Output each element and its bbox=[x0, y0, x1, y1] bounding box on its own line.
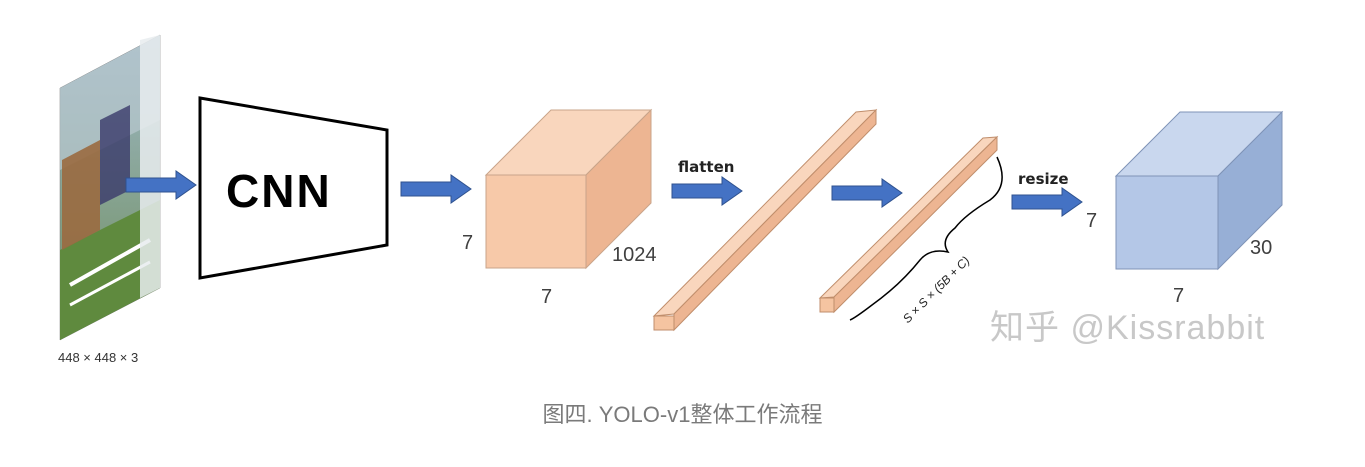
figure-caption: 图四. YOLO-v1整体工作流程 bbox=[542, 402, 823, 427]
flat-vector-bar bbox=[818, 135, 999, 314]
feature-map-height-label: 7 bbox=[462, 232, 474, 254]
feature-map-width-label: 7 bbox=[541, 286, 553, 308]
resize-label: resize bbox=[1018, 170, 1069, 188]
flatten-label: flatten bbox=[678, 158, 735, 176]
resize-arrow bbox=[1011, 187, 1083, 217]
arrow-to-cnn bbox=[125, 170, 197, 200]
input-image bbox=[59, 34, 161, 341]
vector-brace bbox=[849, 156, 1003, 321]
cnn-block bbox=[198, 96, 389, 280]
output-height-label: 7 bbox=[1086, 210, 1098, 232]
flatten-bar bbox=[652, 108, 878, 332]
feature-map-cube bbox=[484, 108, 653, 270]
output-width-label: 7 bbox=[1173, 285, 1185, 307]
cnn-label: CNN bbox=[226, 165, 332, 217]
output-tensor-cube bbox=[1114, 110, 1284, 271]
flatten-arrow bbox=[671, 176, 743, 206]
output-depth-label: 30 bbox=[1250, 237, 1273, 259]
feature-map-depth-label: 1024 bbox=[612, 244, 657, 266]
arrow-to-feature-map bbox=[400, 174, 472, 204]
arrow-to-vector bbox=[831, 178, 903, 208]
watermark: 知乎 @Kissrabbit bbox=[990, 309, 1266, 347]
input-size-label: 448 × 448 × 3 bbox=[58, 350, 139, 365]
